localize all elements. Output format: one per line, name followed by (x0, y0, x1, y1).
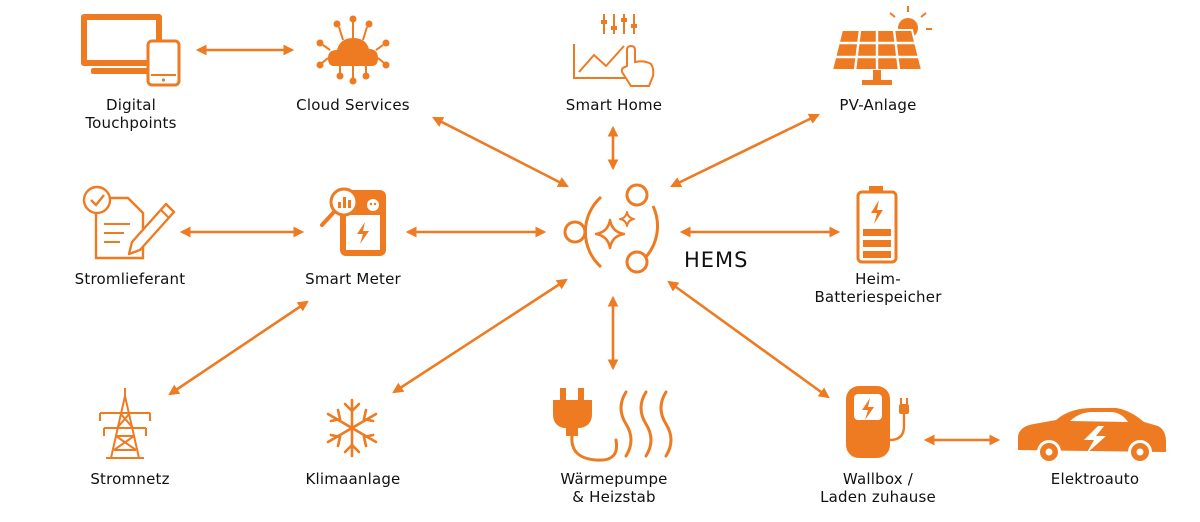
smart-meter-icon (320, 187, 386, 256)
label-stromnetz: Stromnetz (90, 470, 170, 488)
contract-document-icon (82, 185, 176, 260)
monitor-tablet-icon (81, 14, 181, 87)
battery-icon (856, 186, 898, 264)
label-wallbox: Wallbox / Laden zuhause (820, 470, 936, 506)
label-smart-home: Smart Home (565, 96, 663, 114)
electric-car-icon (1018, 408, 1166, 464)
label-cloud-services: Cloud Services (296, 96, 410, 114)
wallbox-charger-icon (846, 386, 909, 458)
label-heim-batteriespeicher: Heim- Batteriespeicher (814, 270, 942, 306)
snowflake-icon (326, 398, 378, 458)
cloud-network-icon (316, 15, 390, 85)
solar-panel-icon (830, 6, 932, 85)
label-stromlieferant: Stromlieferant (74, 270, 186, 288)
arrow-smartmeter-stromnetz (168, 300, 309, 396)
arrow-pv-hems (670, 113, 820, 188)
label-pv-anlage: PV-Anlage (839, 96, 917, 114)
label-klimaanlage: Klimaanlage (305, 470, 401, 488)
arrow-hems-klimaanlage (392, 278, 568, 394)
smart-home-control-icon (573, 14, 655, 87)
hems-hub-icon (563, 183, 659, 274)
plug-heat-icon (553, 388, 673, 462)
label-smart-meter: Smart Meter (305, 270, 401, 288)
power-pylon-icon (99, 388, 151, 459)
hems-label: HEMS (684, 248, 749, 272)
label-elektroauto: Elektroauto (1050, 470, 1140, 488)
arrow-cloud-hems (432, 116, 569, 188)
label-digital-touchpoints: Digital Touchpoints (85, 96, 177, 132)
label-waermepumpe: Wärmepumpe & Heizstab (560, 470, 668, 506)
arrow-hems-wallbox (667, 280, 830, 399)
